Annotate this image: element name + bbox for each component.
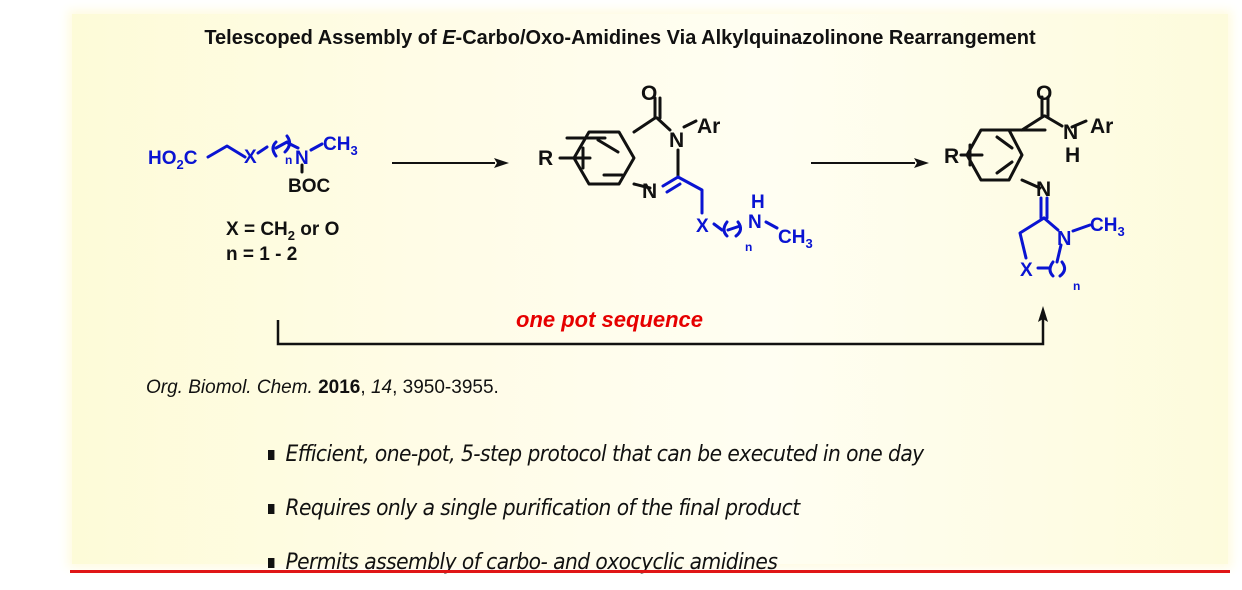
x-atom: X [1020, 260, 1033, 281]
amine-n: N [748, 212, 762, 233]
bullet-item: Requires only a single purification of t… [268, 482, 924, 536]
citation-pages: , 3950-3955. [392, 377, 499, 398]
title-prefix: Telescoped Assembly of [204, 27, 443, 49]
x-atom: X [696, 216, 709, 237]
ch3-label: CH3 [323, 134, 358, 158]
n-ar-atom: N [669, 129, 684, 152]
n-subscript: n [1073, 279, 1080, 293]
citation-year: 2016 [318, 377, 361, 398]
n-atom: N [295, 148, 309, 169]
reaction-arrow-1 [392, 158, 509, 168]
square-bullet-icon [268, 558, 275, 568]
one-pot-arrow [276, 306, 1048, 346]
n-subscript: n [745, 240, 752, 254]
ar-label: Ar [697, 115, 720, 138]
bullet-item: Efficient, one-pot, 5-step protocol that… [268, 428, 924, 482]
bullet-text: Permits assembly of carbo- and oxocyclic… [285, 550, 778, 575]
amide-h: H [1065, 144, 1080, 167]
nh-h: H [751, 192, 765, 213]
bullet-text: Efficient, one-pot, 5-step protocol that… [285, 442, 924, 467]
square-bullet-icon [268, 504, 275, 514]
starting-material: HO2C X n N CH3 BOC X = CH2 or O n = 1 - … [148, 134, 358, 265]
bullet-item: Permits assembly of carbo- and oxocyclic… [268, 536, 924, 590]
title-suffix: -Carbo/Oxo-Amidines Via Alkylquinazolino… [455, 27, 1036, 49]
carbonyl-o: O [1036, 82, 1052, 105]
bullet-list: Efficient, one-pot, 5-step protocol that… [268, 428, 981, 590]
ho2c-label: HO2C [148, 148, 198, 172]
ch3-label: CH3 [1090, 215, 1125, 239]
reaction-arrow-2 [811, 158, 929, 168]
n-subscript: n [285, 153, 292, 167]
r-group: R [538, 147, 553, 170]
one-pot-label: one pot sequence [516, 307, 704, 332]
condition-x: X = CH2 or O [226, 219, 339, 243]
bullet-text: Requires only a single purification of t… [285, 496, 800, 521]
ring-n: N [1057, 228, 1071, 250]
intermediate-quinazolinone: O N Ar R N X n H N CH3 [538, 82, 813, 254]
x-atom: X [244, 147, 257, 168]
citation-volume: 14 [370, 377, 393, 398]
ring-n: N [642, 180, 657, 203]
footer-divider [70, 570, 1230, 573]
amide-n: N [1063, 121, 1078, 144]
title-italic-e: E [442, 27, 456, 49]
condition-n: n = 1 - 2 [226, 244, 297, 265]
ar-label: Ar [1090, 115, 1113, 138]
ch3-label: CH3 [778, 227, 813, 251]
boc-label: BOC [288, 176, 331, 197]
product-amidine: O N H Ar R N N CH3 X n [944, 82, 1125, 293]
r-group: R [944, 145, 959, 168]
citation: Org. Biomol. Chem. 2016, 14, 3950-3955. [146, 377, 499, 398]
square-bullet-icon [268, 450, 275, 460]
carbonyl-o: O [641, 82, 657, 105]
citation-journal: Org. Biomol. Chem. [146, 377, 313, 398]
slide-title: Telescoped Assembly of E-Carbo/Oxo-Amidi… [0, 27, 1242, 50]
imine-n: N [1036, 178, 1051, 201]
slide-panel [72, 14, 1228, 564]
